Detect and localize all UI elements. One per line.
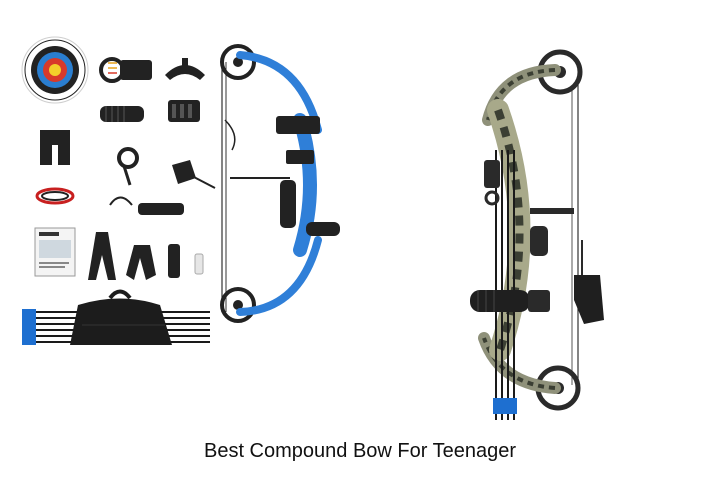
target-face-icon (21, 36, 89, 104)
blue-compound-bow-kit (21, 36, 340, 345)
blue-compound-bow (220, 44, 340, 323)
mini-quiver-icon (168, 100, 200, 122)
bow-sight-icon (99, 57, 152, 83)
wrist-sling-icon (109, 196, 184, 215)
arrow-rest-icon (165, 58, 205, 80)
camo-compound-bow (470, 49, 604, 420)
allen-key-icon (168, 244, 180, 278)
bow-case-icon (70, 289, 172, 345)
finger-tab-icon (40, 130, 70, 165)
stabilizer-icon (100, 106, 144, 122)
bow-stand-icon (88, 232, 116, 280)
image-caption: Best Compound Bow For Teenager (203, 440, 517, 462)
lube-tube-icon (194, 253, 204, 275)
sling-strap-icon (126, 245, 156, 280)
bow-string-coil-icon (35, 187, 75, 205)
manual-booklet-icon (34, 227, 76, 277)
release-aid-icon (117, 147, 216, 189)
product-illustration (21, 36, 604, 420)
